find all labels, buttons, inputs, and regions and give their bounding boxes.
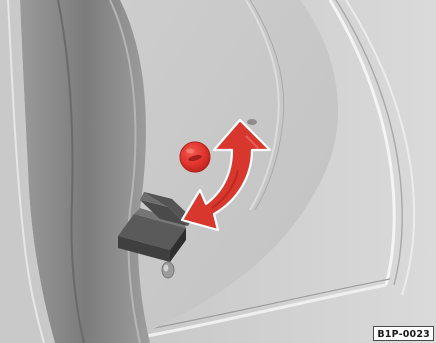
bolt-highlight [164, 265, 169, 272]
figure-reference-code: B1P-0023 [373, 326, 434, 341]
red-circle-marker-icon [180, 142, 210, 172]
latch-pin [247, 119, 257, 125]
